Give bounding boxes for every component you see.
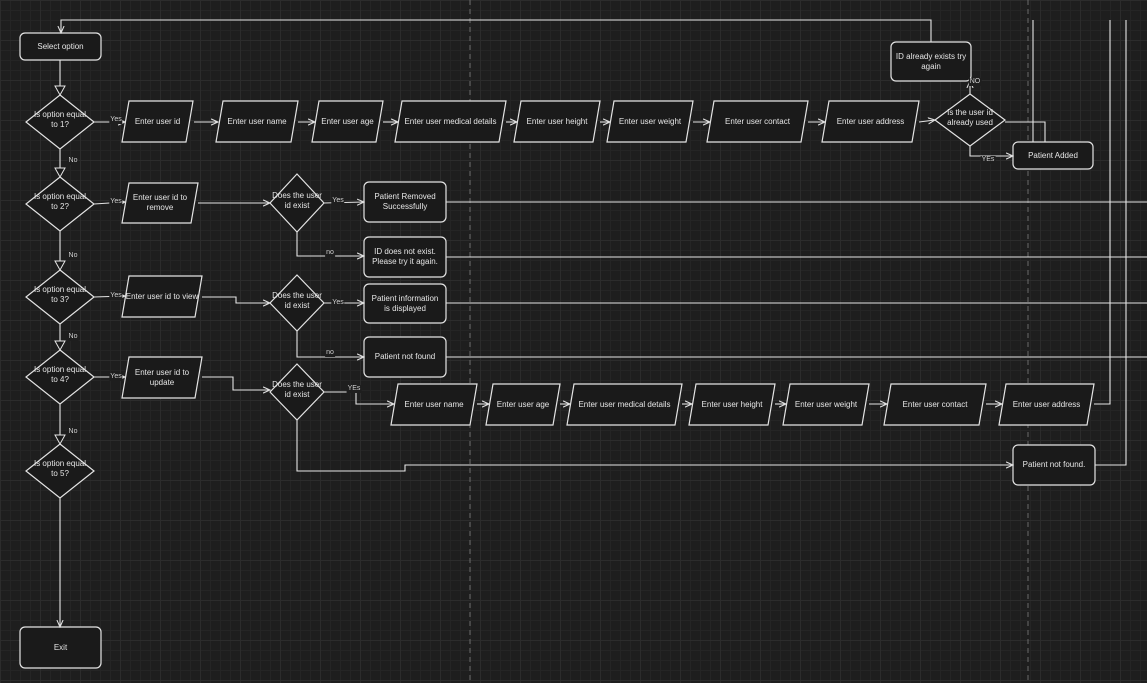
add-a8-input-label: Enter user address <box>836 116 905 126</box>
update-b2-input <box>390 383 478 426</box>
id-exists-message-label: ID already exists try again <box>895 51 967 71</box>
edge-unf-return <box>1095 20 1127 466</box>
add-a6-input <box>606 100 694 143</box>
edge-v1-vd <box>202 296 270 303</box>
label-yes-q2: Yes <box>109 198 123 206</box>
view-id-input <box>121 275 203 318</box>
patient-not-found-update-label: Patient not found. <box>1022 460 1086 469</box>
edge-rd-no <box>296 232 364 256</box>
select-option-node-label: Select option <box>37 41 84 51</box>
decision-option-2-label: Is option equal to 2? <box>33 192 87 211</box>
edge-a8-d1 <box>918 120 935 122</box>
id-not-exist-message-label: ID does not exist. Please try it again. <box>372 247 438 266</box>
edge-ud-no <box>296 420 1013 472</box>
edge-q4-q5-arrowhead <box>54 434 66 446</box>
decision-view-exists-label: Does the user id exist <box>272 291 322 310</box>
decision-option-3-label: Is option equal to 3? <box>33 285 87 304</box>
label-no-q1: No <box>67 157 79 165</box>
add-a6-input-label: Enter user weight <box>618 116 682 126</box>
edge-vd-no <box>296 331 364 357</box>
add-a1-input-label: Enter user id <box>134 116 181 126</box>
label-no-q2: No <box>67 252 79 260</box>
label-yes-rd: Yes <box>331 197 345 205</box>
edge-ud-yes <box>324 391 394 404</box>
label-no-q3: No <box>67 333 79 341</box>
add-a4-input <box>394 100 507 143</box>
decision-option-5-label: Is option equal to 5? <box>33 459 87 478</box>
edge-d1-yes <box>969 146 1013 156</box>
edge-update-return <box>1094 20 1111 405</box>
update-id-input <box>121 356 203 399</box>
update-b8-input <box>998 383 1095 426</box>
add-a5-input <box>513 100 601 143</box>
view-id-input-label: Enter user id to view <box>125 291 199 301</box>
add-a5-input-label: Enter user height <box>526 116 588 126</box>
update-b5-input <box>688 383 776 426</box>
add-a1-input <box>121 100 194 143</box>
update-b6-input-label: Enter user weight <box>794 399 858 409</box>
remove-id-input-label: Enter user id to remove <box>132 193 188 212</box>
update-b4-input <box>566 383 683 426</box>
label-yes-vd: Yes <box>331 299 345 307</box>
label-yes-q4: Yes <box>109 373 123 381</box>
add-a3-input-label: Enter user age <box>321 116 374 126</box>
update-b3-input-label: Enter user age <box>496 399 550 409</box>
decision-option-1-label: Is option equal to 1? <box>33 110 87 129</box>
label-no-vd: no <box>325 349 335 357</box>
decision-update-exists-label: Does the user id exist <box>272 380 322 399</box>
patient-not-found-view-label: Patient not found <box>374 352 436 361</box>
add-a2-input <box>215 100 299 143</box>
patient-removed-node-label: Patient Removed Successfully <box>374 192 436 211</box>
flowchart-shapes <box>19 32 1096 669</box>
decision-remove-exists-label: Does the user id exist <box>272 191 322 210</box>
update-b8-input-label: Enter user address <box>1012 399 1081 409</box>
edge-added-return <box>1005 121 1046 142</box>
add-a2-input-label: Enter user name <box>227 116 287 126</box>
swimlane-dividers <box>469 0 1029 683</box>
label-yes-ud: YEs <box>346 385 362 393</box>
decision-id-used-label: Is the user id already used <box>947 108 993 127</box>
remove-id-input <box>121 182 199 224</box>
edge-select-q1-arrowhead <box>54 85 66 97</box>
update-id-input-label: Enter user id to update <box>134 367 190 387</box>
label-yes-d1: YEs <box>980 156 996 164</box>
add-a4-input-label: Enter user medical details <box>404 116 497 126</box>
update-b2-input-label: Enter user name <box>404 399 464 409</box>
exit-node-label: Exit <box>53 642 68 652</box>
update-b7-input-label: Enter user contact <box>902 399 968 409</box>
update-b7-input <box>883 383 987 426</box>
patient-displayed-node-label: Patient information is displayed <box>371 293 439 313</box>
flowchart-connectors <box>54 19 1147 627</box>
edge-q2-q3-arrowhead <box>54 260 66 272</box>
edge-u1-ud <box>202 376 270 390</box>
label-yes-q1: Yes <box>109 116 123 124</box>
label-no-q4: No <box>67 428 79 436</box>
add-a3-input <box>311 100 384 143</box>
update-b4-input-label: Enter user medical details <box>578 399 671 409</box>
label-no-rd: no <box>325 249 335 257</box>
update-b3-input <box>485 383 561 426</box>
add-a8-input <box>821 100 920 143</box>
label-yes-q3: Yes <box>109 292 123 300</box>
update-b6-input <box>782 383 870 426</box>
edge-q1-q2-arrowhead <box>54 167 66 179</box>
label-no-d1: NO <box>968 78 982 86</box>
edge-idexists-loop <box>61 19 932 42</box>
decision-option-4-label: Is option equal to 4? <box>33 365 87 384</box>
update-b5-input-label: Enter user height <box>701 399 763 409</box>
add-a7-input-label: Enter user contact <box>725 116 790 126</box>
add-a7-input <box>706 100 809 143</box>
patient-added-node-label: Patient Added <box>1028 150 1078 160</box>
edge-q3-q4-arrowhead <box>54 340 66 352</box>
